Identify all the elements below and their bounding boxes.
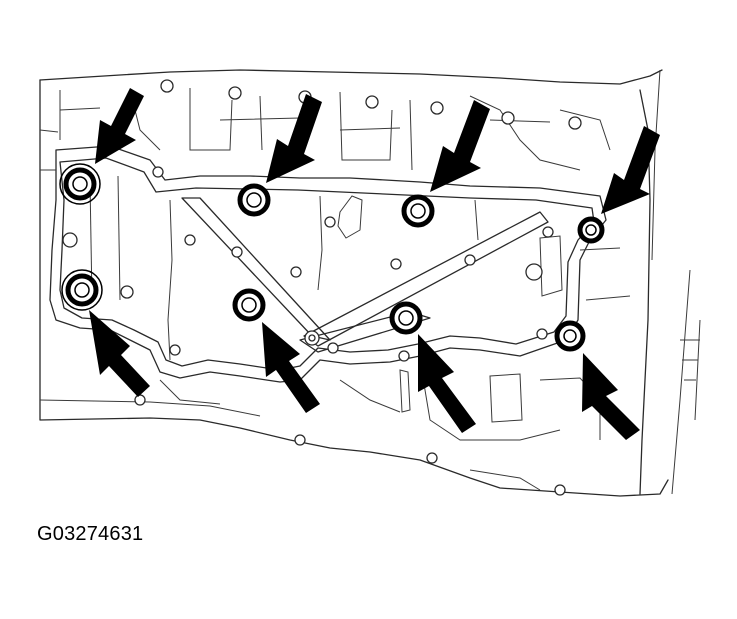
casting-outline: [39, 69, 701, 497]
arrow-icon: [262, 322, 320, 413]
bolt: [61, 269, 103, 311]
arrow-icon: [418, 334, 476, 433]
casting-holes: [62, 79, 582, 496]
bolt: [59, 163, 101, 205]
figure-id-label: G03274631: [37, 523, 144, 545]
arrow-icon: [430, 100, 490, 192]
arrow-icon: [89, 310, 150, 397]
bolt: [237, 183, 271, 217]
bolt: [577, 216, 605, 244]
arrow-icon: [266, 94, 322, 183]
separator-plate: [49, 145, 607, 383]
bolt: [232, 288, 266, 322]
pointer-arrows: [89, 88, 660, 440]
arrow-icon: [95, 88, 144, 164]
bolt: [389, 301, 423, 335]
lower-casting-details: [159, 247, 631, 491]
bolt: [554, 320, 586, 352]
bolts: [59, 163, 605, 352]
arrow-icon: [601, 126, 660, 214]
arrow-icon: [582, 353, 640, 440]
bolt: [401, 194, 435, 228]
